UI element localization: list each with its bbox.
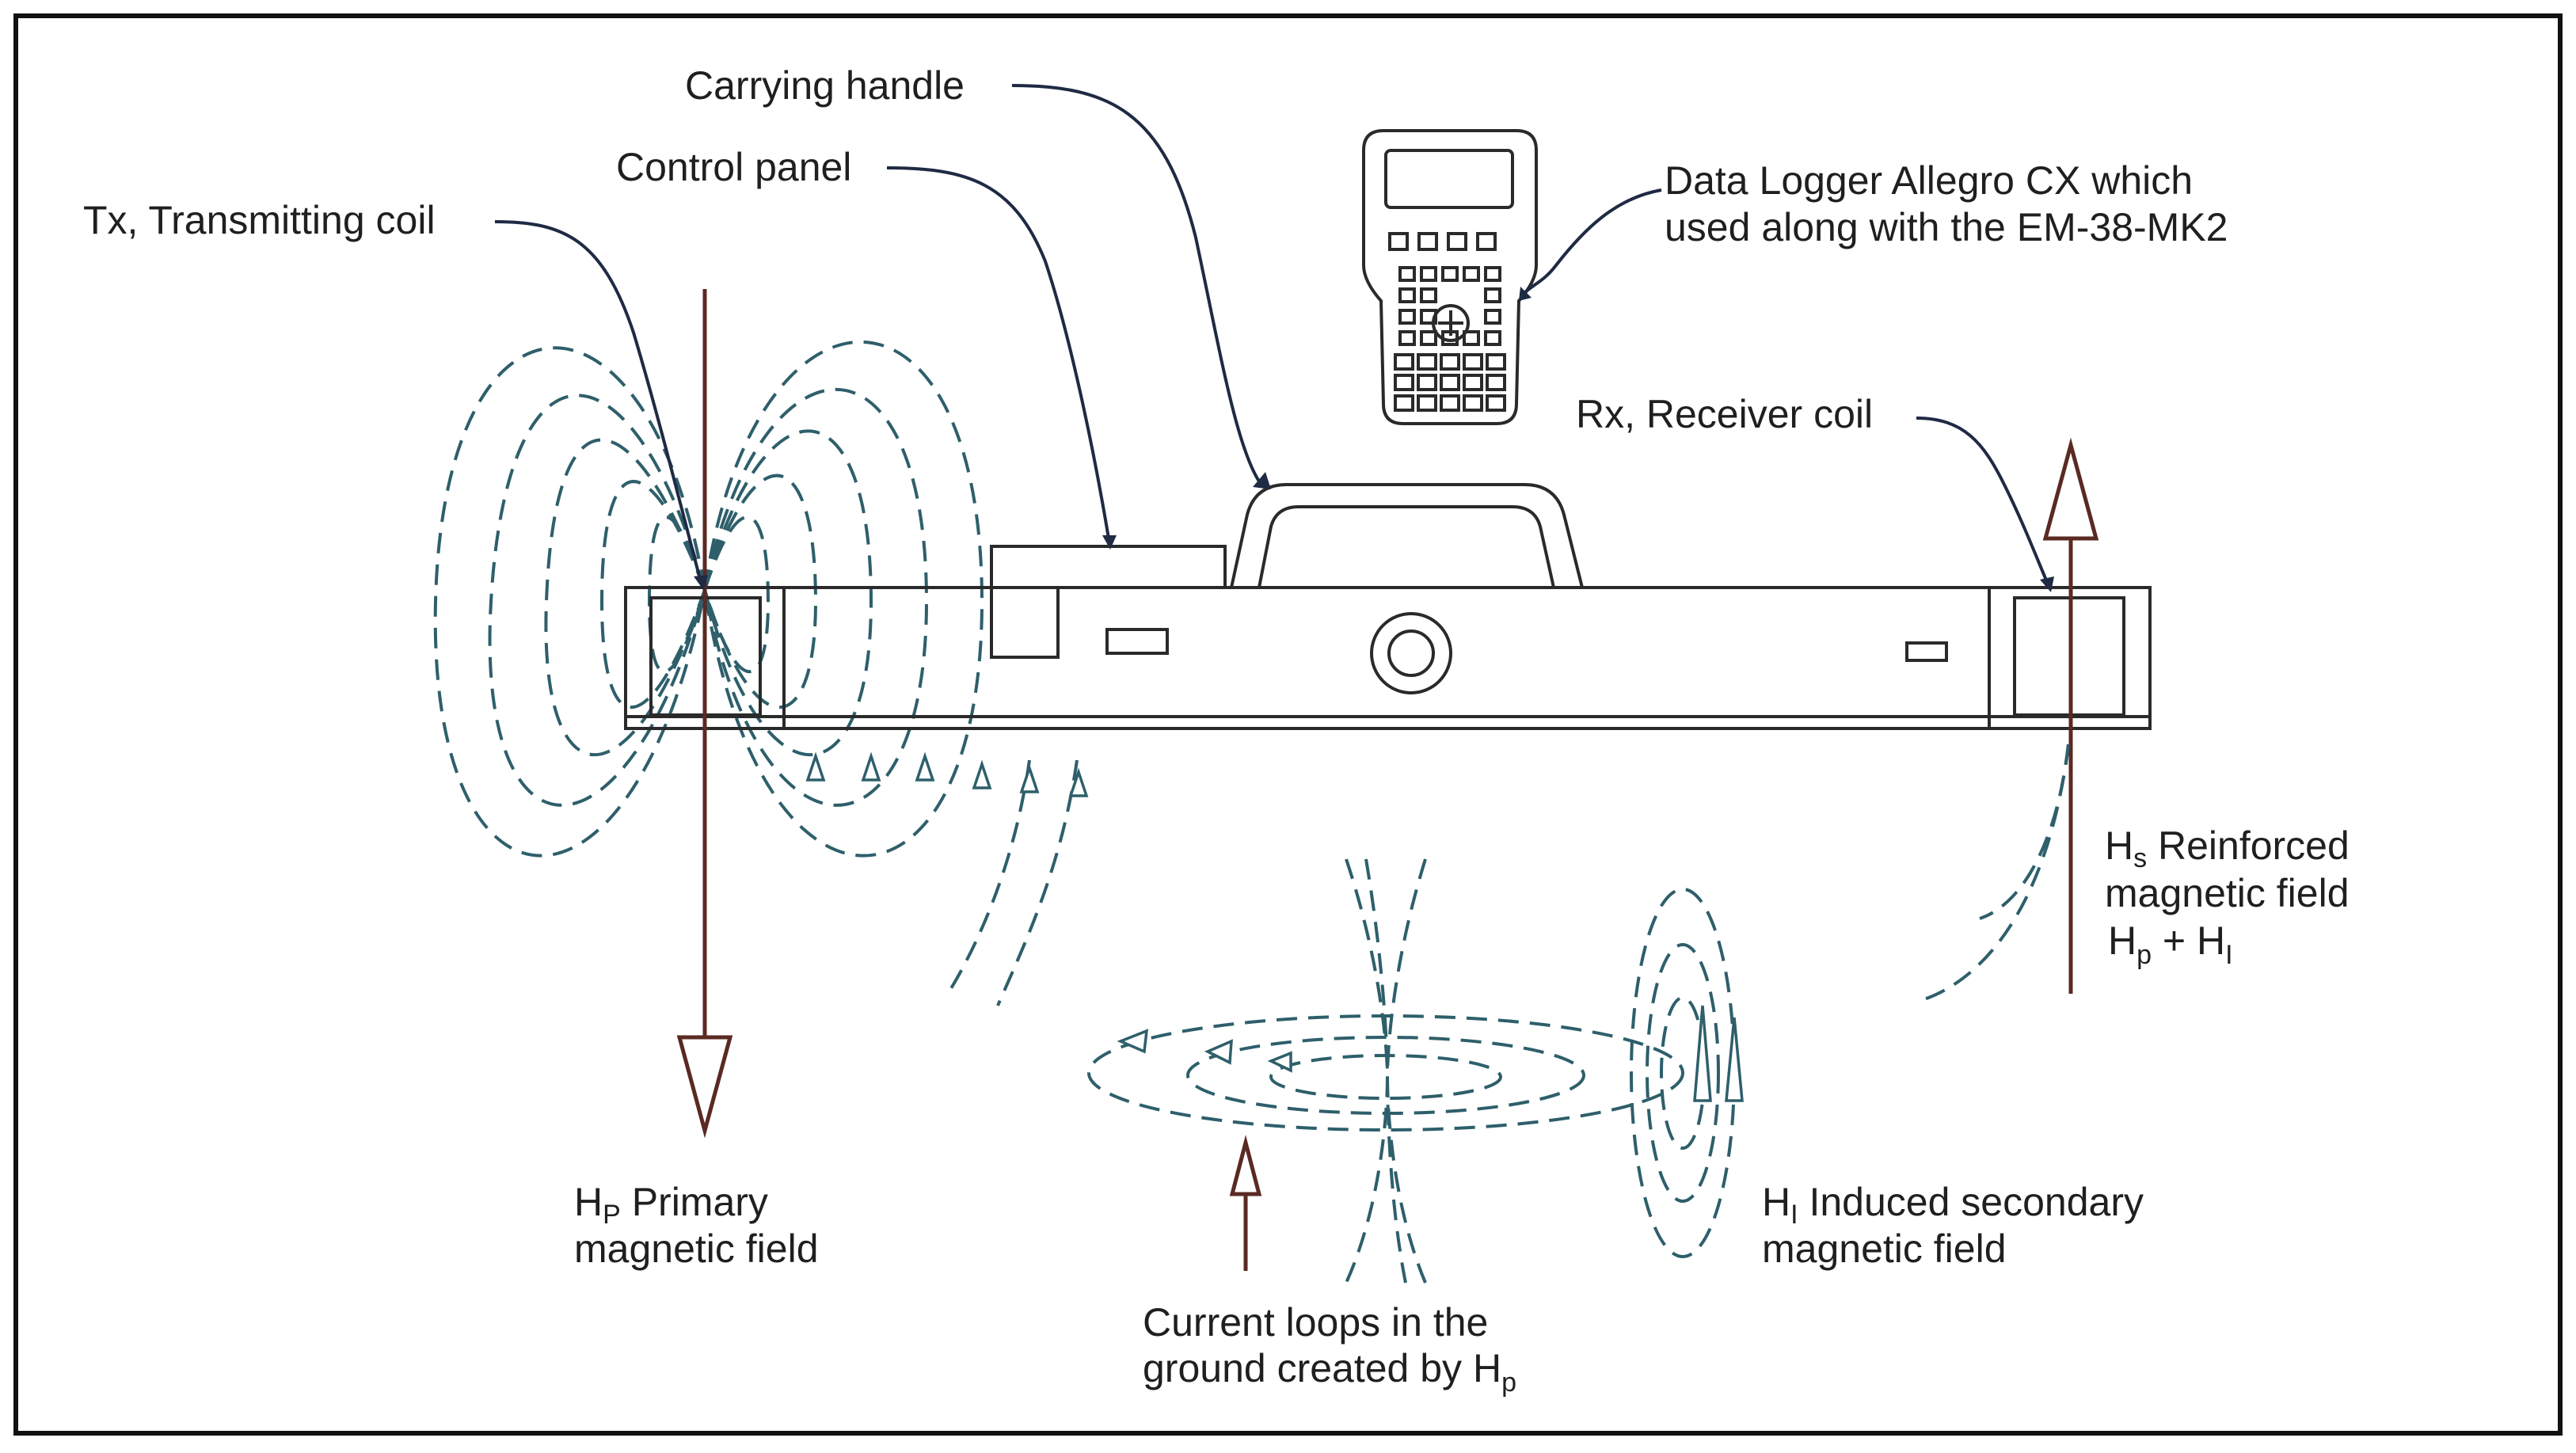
dpad-icon bbox=[1432, 304, 1470, 342]
keypad bbox=[1394, 266, 1506, 412]
primary-field-arrow bbox=[676, 289, 733, 1139]
labels: Carrying handle Control panel Tx, Transm… bbox=[83, 63, 2350, 1398]
hs-label-line1: Hs Reinforced bbox=[2105, 823, 2350, 873]
display-slot bbox=[1105, 628, 1169, 655]
dial-outer bbox=[1370, 612, 1452, 694]
connector-slot bbox=[1905, 641, 1948, 662]
data-logger-label-line2: used along with the EM-38-MK2 bbox=[1665, 205, 2228, 249]
current-loop-arrow bbox=[1229, 1135, 1262, 1271]
current-loops-label-line1: Current loops in the bbox=[1143, 1300, 1488, 1345]
data-logger-icon bbox=[1362, 129, 1538, 425]
control-panel-label: Control panel bbox=[616, 145, 851, 189]
data-logger-label-line1: Data Logger Allegro CX which bbox=[1665, 158, 2193, 203]
induced-field-lines bbox=[1630, 888, 1744, 1258]
reinforced-field-arrow bbox=[2042, 437, 2099, 994]
hp-label-line1: HP Primary bbox=[574, 1180, 768, 1230]
dial-inner bbox=[1387, 630, 1435, 677]
control-panel-box bbox=[990, 545, 1227, 589]
hp-label-line2: magnetic field bbox=[574, 1227, 819, 1271]
hi-label-line1: HI Induced secondary bbox=[1762, 1180, 2144, 1230]
current-loop-icon bbox=[1087, 858, 1684, 1284]
current-loops-label-line2: ground created by Hp bbox=[1143, 1346, 1516, 1398]
primary-field-lines bbox=[433, 340, 1079, 1006]
carrying-handle-outer bbox=[1230, 483, 1584, 588]
receiver-coil-icon bbox=[1988, 588, 2125, 728]
reinforced-field-lines bbox=[1923, 744, 2070, 1001]
leader-lines bbox=[494, 84, 2054, 592]
hs-label-line3: Hp + HI bbox=[2108, 919, 2233, 970]
field-direction-arrows bbox=[805, 751, 1089, 797]
hs-label-line2: magnetic field bbox=[2105, 871, 2350, 915]
em38-instrument-icon bbox=[624, 483, 2152, 730]
carrying-handle-inner bbox=[1258, 505, 1555, 588]
hi-label-line2: magnetic field bbox=[1762, 1227, 2007, 1271]
figure-border bbox=[13, 13, 2563, 1436]
control-panel-port bbox=[990, 586, 1060, 659]
carrying-handle-label: Carrying handle bbox=[685, 63, 965, 108]
rx-coil-label: Rx, Receiver coil bbox=[1576, 392, 1873, 436]
tx-coil-label: Tx, Transmitting coil bbox=[83, 198, 436, 242]
